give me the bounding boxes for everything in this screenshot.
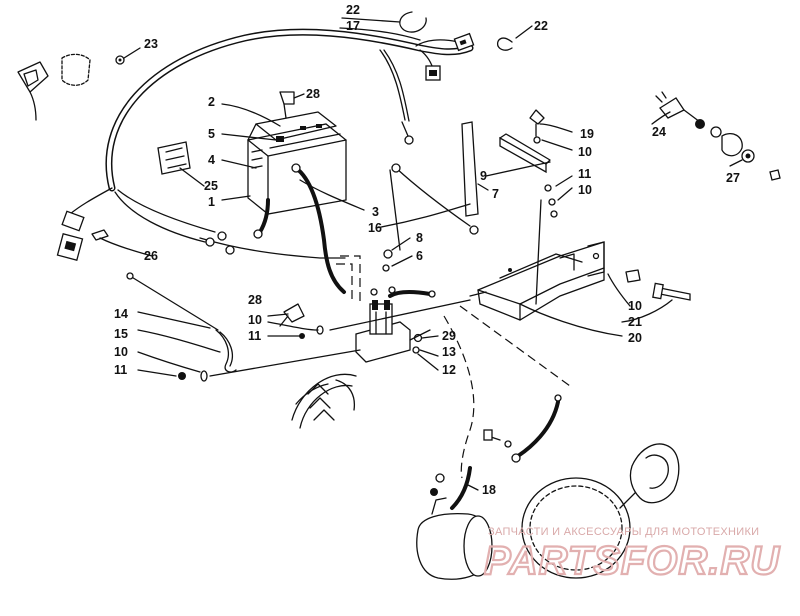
callout-21: 21 [628,315,642,329]
callout-7: 7 [492,187,499,201]
callout-3: 3 [372,205,379,219]
callout-26: 26 [144,249,158,263]
recoil-housing [521,443,680,579]
starter-solenoid [355,286,411,363]
callout-10-top: 10 [578,145,592,159]
routing-lines [209,169,571,479]
harness-connector-top-right [453,32,475,52]
callout-13: 13 [442,345,456,359]
bolt-21 [625,269,691,301]
hardware-12-13 [412,333,423,354]
callout-6: 6 [416,249,423,263]
battery-vent-28-top [279,91,295,119]
callout-10-left: 10 [114,345,128,359]
callout-labels: 22 17 22 23 28 2 5 4 25 1 3 16 26 8 6 9 … [114,3,740,497]
callout-24: 24 [652,125,666,139]
washer-nut-27 [741,149,781,181]
callout-22-b: 22 [534,19,548,33]
battery-pad-25 [157,141,191,175]
callout-12: 12 [442,363,456,377]
wiring-harness [69,28,474,259]
callout-10-bolt: 10 [628,299,642,313]
callout-28-top: 28 [306,87,320,101]
harness-connector-top [425,65,441,81]
ground-cable [483,394,562,463]
watermark-brand: PARTSFOR.RU [484,539,780,583]
battery-bracket-20 [469,241,605,321]
callout-10-lower: 10 [248,313,262,327]
battery-cables [253,163,479,294]
callout-1: 1 [208,195,215,209]
callout-25: 25 [204,179,218,193]
watermark: ЗАПЧАСТИ И АКСЕССУАРЫ ДЛЯ МОТОТЕХНИКИ PA… [483,526,781,584]
callout-4: 4 [208,153,215,167]
circlip-22-b [496,37,513,51]
callout-19: 19 [580,127,594,141]
vent-28-lower [279,303,324,339]
callout-23: 23 [144,37,158,51]
engine-housing [291,373,357,429]
callout-20: 20 [628,331,642,345]
callout-22-a: 22 [346,3,360,17]
ring-terminals [205,121,414,255]
leader-lines [99,17,743,491]
callout-8: 8 [416,231,423,245]
callout-29: 29 [442,329,456,343]
callout-27: 27 [726,171,740,185]
callout-16: 16 [368,221,382,235]
callout-10-right: 10 [578,183,592,197]
battery [247,111,347,215]
switch-23 [17,53,125,121]
callout-17: 17 [346,19,360,33]
callout-9: 9 [480,169,487,183]
solenoid-cable [382,249,436,298]
harness-connector-left [56,210,85,262]
strap-7 [461,121,479,217]
rod-14-lever-15 [126,272,237,382]
callout-28-lower: 28 [248,293,262,307]
callout-2: 2 [208,95,215,109]
callout-14: 14 [114,307,128,321]
callout-11-right: 11 [578,167,591,181]
hold-down-rod-19 [529,109,545,305]
switch-24 [655,91,743,157]
callout-11-left: 11 [114,363,127,377]
circlip-22-a [399,11,427,33]
callout-18: 18 [482,483,496,497]
starter-motor [416,497,493,580]
watermark-tagline: ЗАПЧАСТИ И АКСЕССУАРЫ ДЛЯ МОТОТЕХНИКИ [488,526,759,538]
callout-5: 5 [208,127,215,141]
clip-26 [91,229,109,241]
callout-11-lower: 11 [248,329,261,343]
callout-15: 15 [114,327,128,341]
hardware-10-11-right [544,184,558,218]
cable-18 [430,466,472,510]
